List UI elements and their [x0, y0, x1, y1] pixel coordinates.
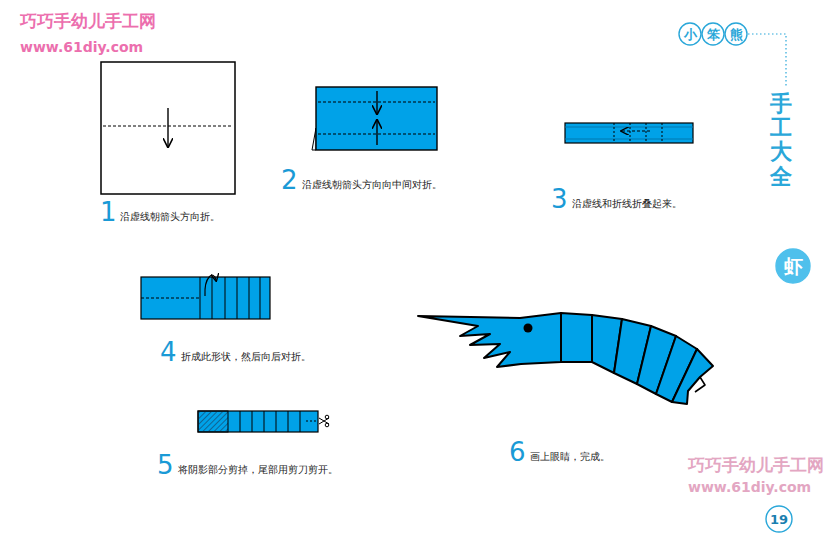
step-2-figure	[312, 87, 437, 150]
header-char-circle: 熊	[724, 22, 748, 46]
watermark-url: www.61diy.com	[688, 480, 811, 495]
page-number: 19	[765, 505, 793, 533]
dotted-guide	[748, 34, 786, 86]
step-5-figure	[198, 411, 329, 432]
step-number: 3	[551, 185, 568, 214]
step-1-figure	[101, 62, 235, 194]
step-number: 2	[281, 166, 298, 195]
step-number: 1	[100, 198, 117, 227]
node-text: 虾	[784, 257, 803, 276]
header-char-circle: 笨	[701, 22, 725, 46]
step-number: 4	[160, 338, 177, 367]
topic-badge: 虾	[775, 248, 811, 284]
step-caption: 沿虚线朝箭头方向向中间对折。	[302, 179, 442, 190]
node-text: 小	[684, 28, 697, 41]
step-3-figure	[565, 123, 693, 143]
watermark: 巧巧手幼儿手工网	[688, 456, 824, 475]
scissors-symbol	[319, 415, 329, 427]
watermark: 巧巧手幼儿手工网	[20, 12, 156, 31]
watermark-url: www.61diy.com	[20, 40, 143, 55]
node-text: 笨	[707, 28, 720, 41]
step-number: 5	[157, 451, 174, 480]
shrimp-figure	[418, 313, 713, 404]
step-caption: 折成此形状，然后向后对折。	[181, 351, 311, 362]
node-text: 19	[770, 513, 788, 526]
header-char-circle: 小	[678, 22, 702, 46]
step-caption: 沿虚线和折线折叠起来。	[572, 198, 682, 209]
step-caption: 画上眼睛，完成。	[530, 451, 610, 462]
step-number: 6	[509, 438, 526, 467]
step-caption: 沿虚线朝箭头方向折。	[120, 211, 220, 222]
step-4-figure	[141, 275, 270, 319]
section-title: 手工大全	[770, 92, 792, 189]
node-text: 熊	[730, 28, 743, 41]
step-caption: 将阴影部分剪掉，尾部用剪刀剪开。	[178, 464, 338, 475]
